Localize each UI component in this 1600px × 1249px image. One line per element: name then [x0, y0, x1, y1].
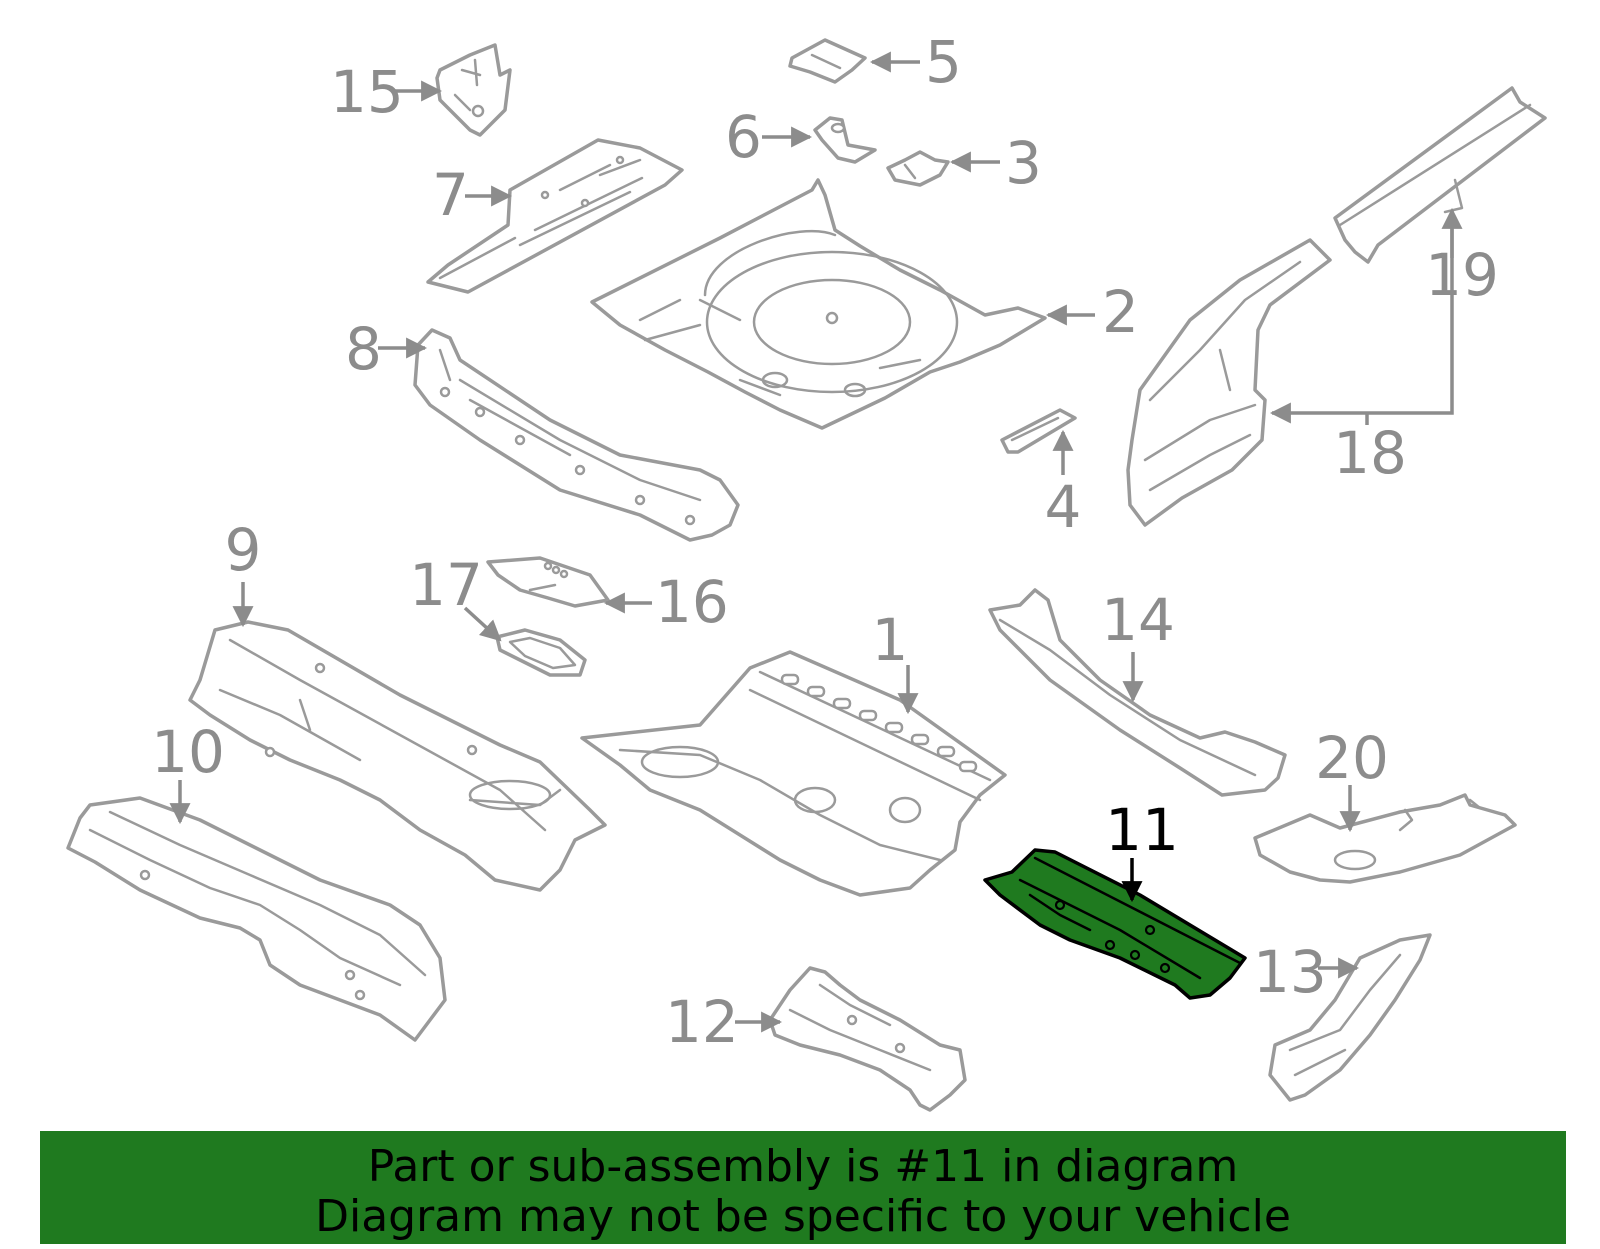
callout-label-12: 12 [665, 988, 739, 1056]
callout-label-1: 1 [872, 606, 909, 674]
info-banner: Part or sub-assembly is #11 in diagram D… [40, 1131, 1566, 1244]
callout-18: 18 [1269, 207, 1463, 487]
callout-label-4: 4 [1045, 473, 1082, 541]
callout-label-11: 11 [1105, 796, 1179, 864]
part-3-bracket [886, 150, 950, 187]
part-2-floor-pan [590, 178, 1047, 430]
part-7-panel [426, 138, 684, 294]
callout-4: 4 [1045, 429, 1082, 541]
callout-8: 8 [345, 315, 428, 383]
callout-label-16: 16 [655, 568, 729, 636]
part-5-plate [788, 38, 867, 84]
part-1-floor [580, 650, 1007, 897]
callout-label-17: 17 [409, 551, 483, 619]
part-15-bracket [435, 43, 512, 137]
part-17-seal [495, 628, 587, 677]
part-19-rail [1333, 86, 1547, 264]
callout-6: 6 [725, 103, 813, 171]
callout-label-9: 9 [225, 516, 262, 584]
callout-16: 16 [603, 568, 729, 636]
callout-15: 15 [330, 58, 443, 126]
callout-label-13: 13 [1253, 938, 1327, 1006]
callout-7: 7 [432, 161, 513, 229]
callout-1: 1 [872, 606, 919, 715]
part-8-crossmember [413, 328, 740, 542]
callout-5: 5 [869, 28, 962, 96]
callout-label-18: 18 [1333, 419, 1407, 487]
part-18-rear-rail [1126, 238, 1332, 527]
part-9-crossmember [188, 620, 607, 892]
callout-3: 3 [949, 129, 1042, 197]
callout-12: 12 [665, 988, 783, 1056]
part-14-side-rail [988, 588, 1287, 797]
callout-label-20: 20 [1315, 724, 1389, 792]
callout-label-10: 10 [151, 718, 225, 786]
banner-line-2: Diagram may not be specific to your vehi… [315, 1191, 1291, 1242]
callout-label-19: 19 [1425, 241, 1499, 309]
callout-9: 9 [225, 516, 262, 628]
part-6-bracket [813, 116, 877, 164]
callout-10: 10 [151, 718, 225, 825]
callout-label-14: 14 [1101, 586, 1175, 654]
callout-19: 19 [1425, 241, 1499, 309]
callout-2: 2 [1045, 278, 1139, 346]
callout-13: 13 [1253, 938, 1360, 1006]
part-11-highlighted [983, 848, 1247, 1000]
part-20-bracket [1253, 793, 1517, 884]
callout-14: 14 [1101, 586, 1175, 703]
banner-line-1: Part or sub-assembly is #11 in diagram [367, 1141, 1239, 1192]
callout-11: 11 [1105, 796, 1179, 903]
part-16-cover [486, 556, 610, 608]
callout-label-5: 5 [925, 28, 962, 96]
part-10-crossmember [66, 796, 447, 1042]
callout-label-3: 3 [1005, 129, 1042, 197]
part-4-clip [1000, 408, 1077, 454]
callout-label-15: 15 [330, 58, 404, 126]
part-13-extension [1268, 933, 1432, 1102]
callout-20: 20 [1315, 724, 1389, 833]
callout-label-7: 7 [432, 161, 469, 229]
callout-label-8: 8 [345, 315, 382, 383]
callout-label-2: 2 [1102, 278, 1139, 346]
part-12-bracket [768, 966, 967, 1112]
callout-17: 17 [409, 551, 502, 642]
callout-label-6: 6 [725, 103, 762, 171]
